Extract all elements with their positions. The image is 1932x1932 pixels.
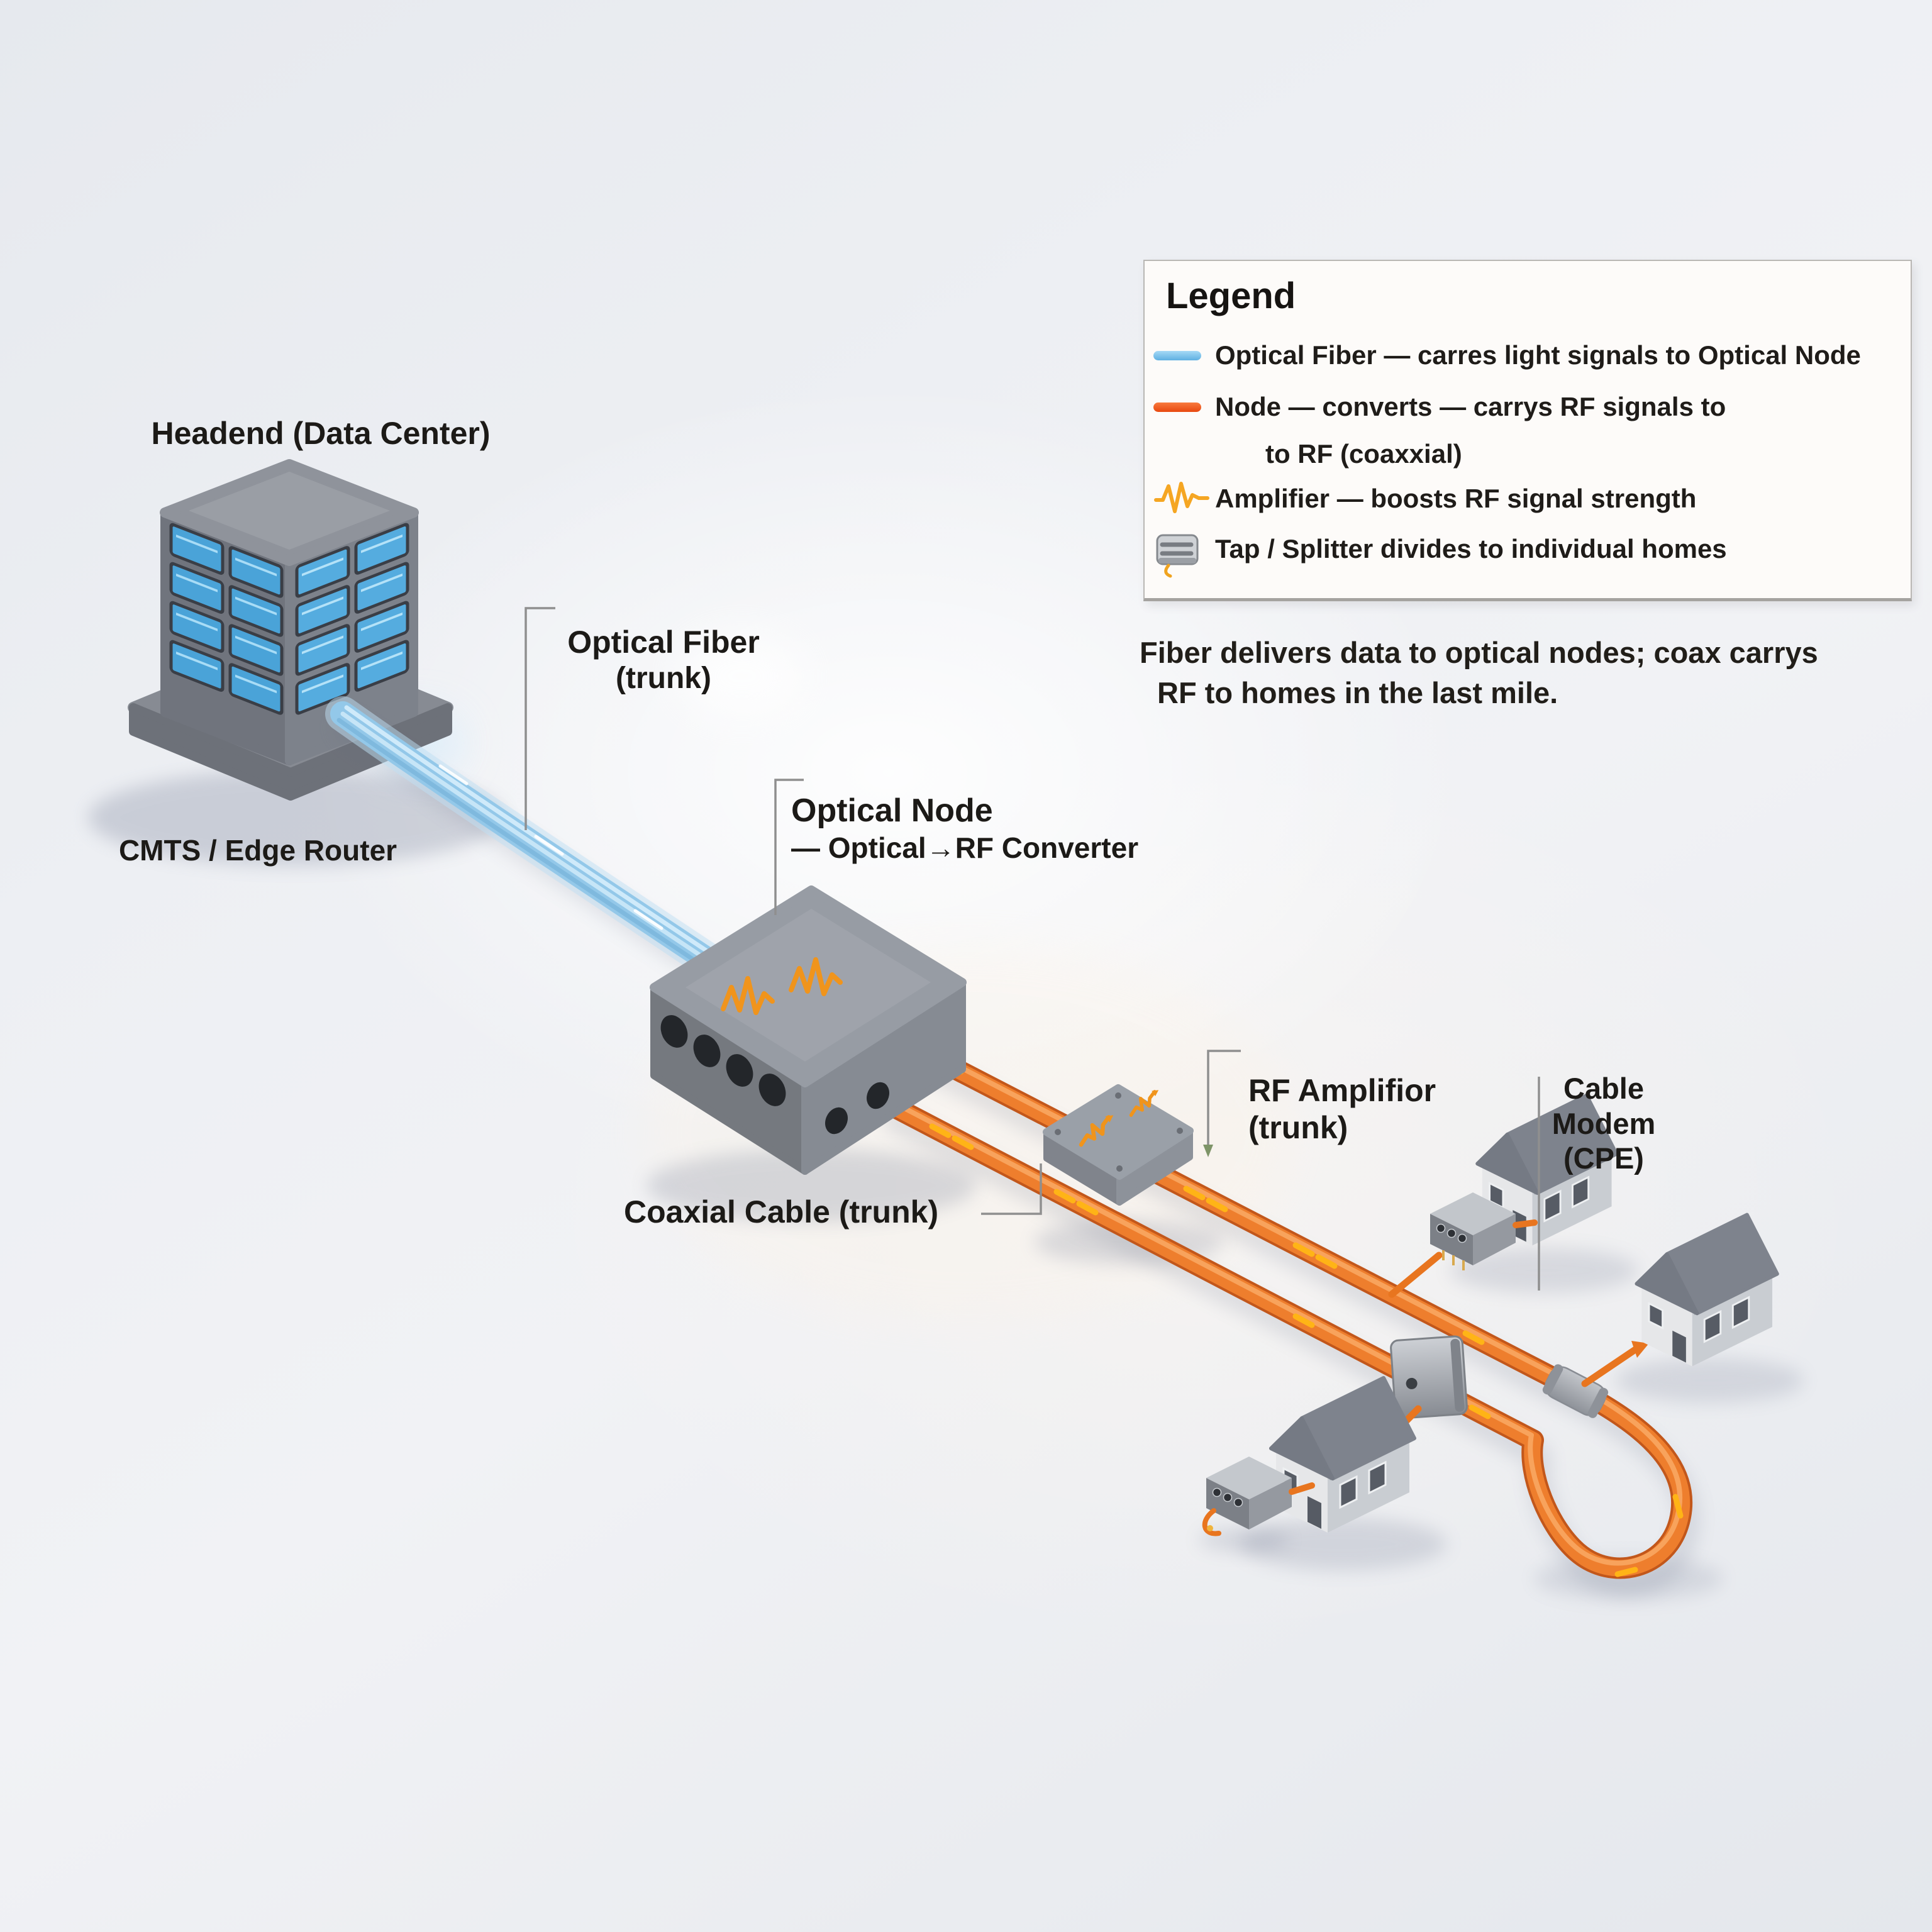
optical-node-label: Optical Node — Optical→RF Converter	[791, 753, 1194, 903]
rf-amplifier-label-text: RF Amplifior	[1248, 1073, 1436, 1108]
optical-fiber-sublabel: (trunk)	[616, 662, 711, 695]
rf-amplifier-sublabel: (trunk)	[1248, 1110, 1348, 1145]
coaxial-cable-label: Coaxial Cable (trunk)	[624, 1194, 939, 1230]
cable-modem-label-text: Cable Modem	[1552, 1072, 1656, 1140]
cable-modem-sublabel: (CPE)	[1563, 1141, 1644, 1175]
optical-fiber-label: Optical Fiber (trunk)	[560, 587, 767, 734]
optical-node-waveform-icon	[721, 957, 843, 1015]
server-rack-modules-right	[295, 523, 409, 715]
legend-item-optical-fiber: Optical Fiber — carres light signals to …	[1215, 340, 1861, 370]
house-3	[1271, 1378, 1414, 1533]
house-2	[1636, 1214, 1777, 1366]
cable-modem-box-1	[1430, 1192, 1538, 1270]
tap-box-return-line	[1390, 1335, 1468, 1419]
caption-line2: RF to homes in the last mile.	[1157, 675, 1558, 709]
leader-coax	[981, 1163, 1042, 1215]
leader-optical-node	[774, 779, 804, 915]
drop-cable-house1	[1388, 1252, 1443, 1298]
coax-trunk	[877, 1040, 1700, 1596]
coax-line-icon	[1153, 402, 1201, 412]
optical-fiber-label-text: Optical Fiber	[567, 625, 760, 660]
drop-arrow-icon	[1631, 1341, 1649, 1358]
amplifier-symbol-icon	[1079, 1090, 1159, 1147]
leader-optical-fiber	[525, 607, 555, 830]
fiber-line-icon	[1153, 351, 1201, 360]
optical-node-sublabel: — Optical→RF Converter	[791, 831, 1139, 864]
legend-item-node: Node — converts — carrys RF signals to	[1215, 392, 1726, 421]
optical-node-label-text: Optical Node	[791, 792, 993, 830]
rf-amplifier-box	[1043, 1084, 1194, 1206]
caption: Fiber delivers data to optical nodes; co…	[1140, 633, 1882, 713]
leader-arrow-icon	[1203, 1145, 1213, 1157]
legend-panel: Legend Optical Fiber — carres light sign…	[1143, 260, 1912, 601]
caption-line1: Fiber delivers data to optical nodes; co…	[1140, 636, 1818, 669]
optical-node-ports	[660, 1015, 889, 1135]
cable-modem-box-3	[1202, 1457, 1315, 1536]
leader-lines	[525, 607, 1540, 1291]
server-rack-modules-left	[169, 523, 284, 715]
rf-signal-dashes	[929, 1060, 1684, 1577]
headend-title-label: Headend (Data Center)	[151, 416, 491, 451]
legend-item-tap-splitter: Tap / Splitter divides to individual hom…	[1215, 534, 1727, 564]
cable-sleeve	[1542, 1364, 1609, 1418]
cable-modem-label: Cable Modem (CPE)	[1509, 1036, 1698, 1211]
server-tower	[160, 459, 419, 765]
legend-item-node-line2: to RF (coaxxial)	[1265, 439, 1462, 469]
fiber-cable	[325, 696, 758, 1009]
headend-subtitle-label: CMTS / Edge Router	[118, 834, 397, 867]
leader-rf-amplifier	[1207, 1050, 1241, 1145]
legend-item-amplifier: Amplifier — boosts RF signal strength	[1215, 484, 1697, 513]
rf-amplifier-label: RF Amplifior (trunk)	[1248, 1035, 1513, 1184]
optical-node-box	[650, 886, 967, 1175]
legend-title: Legend	[1166, 275, 1296, 316]
drop-cable-house2	[1581, 1341, 1649, 1387]
